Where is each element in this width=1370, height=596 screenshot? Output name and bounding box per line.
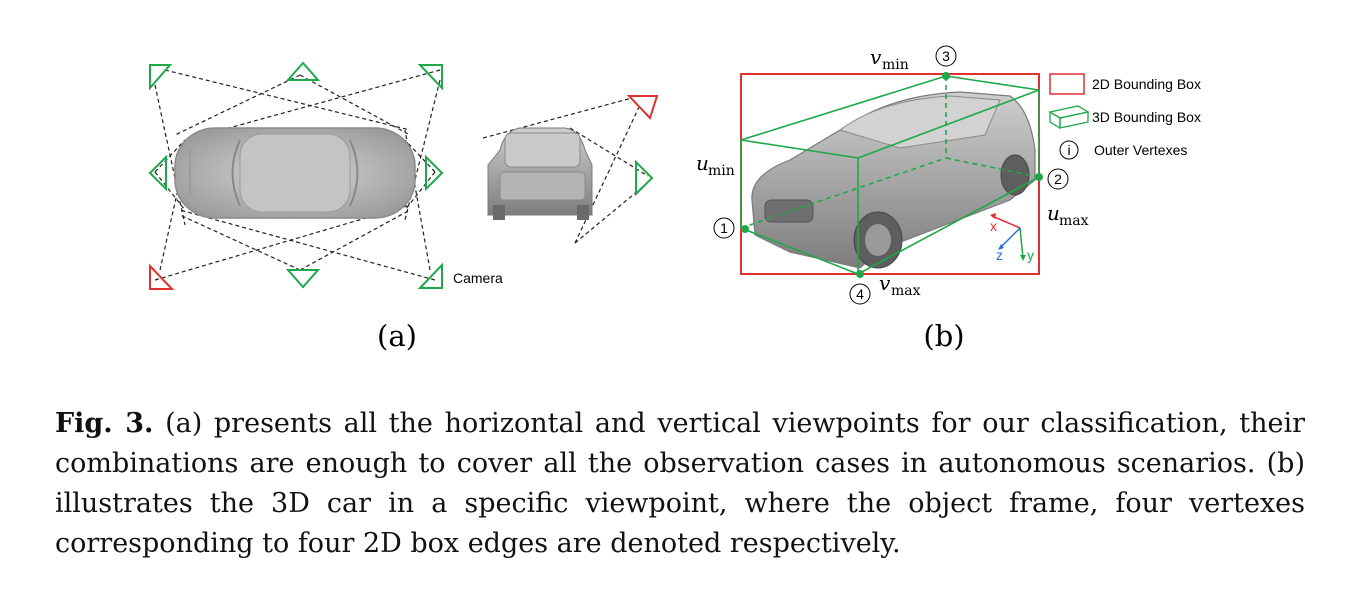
figure: Camera (a)	[148, 45, 1201, 353]
legend-vertex-label: Outer Vertexes	[1094, 142, 1187, 158]
camera-icon	[635, 159, 654, 197]
svg-text:v: v	[870, 45, 882, 69]
subfigure-a: Camera (a)	[148, 61, 659, 353]
camera-icon	[149, 64, 173, 91]
vertex-dot	[741, 225, 749, 233]
svg-text:min: min	[708, 163, 735, 179]
vertex-dot	[942, 72, 950, 80]
label-v-min: v min	[870, 45, 909, 73]
subfigure-a-label: (a)	[377, 319, 417, 353]
svg-text:v: v	[879, 271, 891, 295]
svg-text:max: max	[891, 283, 921, 299]
vertex-dot	[856, 270, 864, 278]
svg-text:2: 2	[1054, 171, 1062, 187]
svg-text:i: i	[1067, 142, 1070, 158]
camera-icon	[417, 64, 443, 91]
legend-2d-swatch	[1049, 73, 1085, 95]
vertex-dot	[1035, 173, 1043, 181]
axis-z-label: z	[996, 247, 1003, 263]
caption-text: (a) presents all the horizontal and vert…	[55, 408, 1305, 559]
camera-icon	[417, 262, 443, 289]
vertex-number-2: 2	[1047, 168, 1069, 190]
legend-vertex-symbol: i	[1059, 140, 1079, 160]
svg-text:u: u	[696, 151, 709, 175]
legend-3d-swatch	[1048, 105, 1090, 130]
svg-text:u: u	[1047, 201, 1060, 225]
subfigure-b-label: (b)	[923, 319, 964, 353]
outer-vertices	[741, 72, 1043, 278]
svg-text:min: min	[882, 57, 909, 73]
camera-icon	[149, 263, 175, 290]
axis-x-label: x	[990, 218, 997, 234]
axis-y-label: y	[1027, 247, 1034, 263]
svg-text:3: 3	[942, 48, 950, 64]
car-top-view	[174, 127, 416, 219]
camera-icon	[285, 61, 321, 81]
camera-icon	[285, 269, 321, 289]
label-v-max: v max	[879, 271, 921, 299]
camera-icon	[425, 154, 444, 192]
caption-lead: Fig. 3.	[55, 408, 154, 439]
car-rear-view	[482, 95, 659, 244]
vertex-number-4: 4	[849, 283, 871, 305]
object-frame-axes: x z y	[990, 213, 1034, 263]
cameras-a	[148, 61, 444, 289]
car-perspective-view	[751, 91, 1036, 269]
legend-3d-label: 3D Bounding Box	[1092, 109, 1201, 125]
vertex-number-3: 3	[935, 45, 957, 67]
legend: 2D Bounding Box 3D Bounding Box i Outer …	[1048, 73, 1201, 160]
camera-icon	[148, 154, 167, 192]
svg-text:4: 4	[856, 286, 864, 302]
svg-text:max: max	[1059, 213, 1089, 229]
subfigure-b: 1 2 3 4 v min u min u max v max	[696, 45, 1201, 353]
label-u-max: u max	[1047, 201, 1089, 229]
camera-icon	[626, 95, 659, 120]
svg-text:1: 1	[720, 220, 728, 236]
figure-caption: Fig. 3. (a) presents all the horizontal …	[55, 404, 1305, 564]
vertex-number-1: 1	[713, 217, 735, 239]
label-u-min: u min	[696, 151, 735, 179]
camera-label: Camera	[453, 270, 503, 286]
legend-2d-label: 2D Bounding Box	[1092, 76, 1201, 92]
bbox-3d	[740, 75, 1040, 275]
